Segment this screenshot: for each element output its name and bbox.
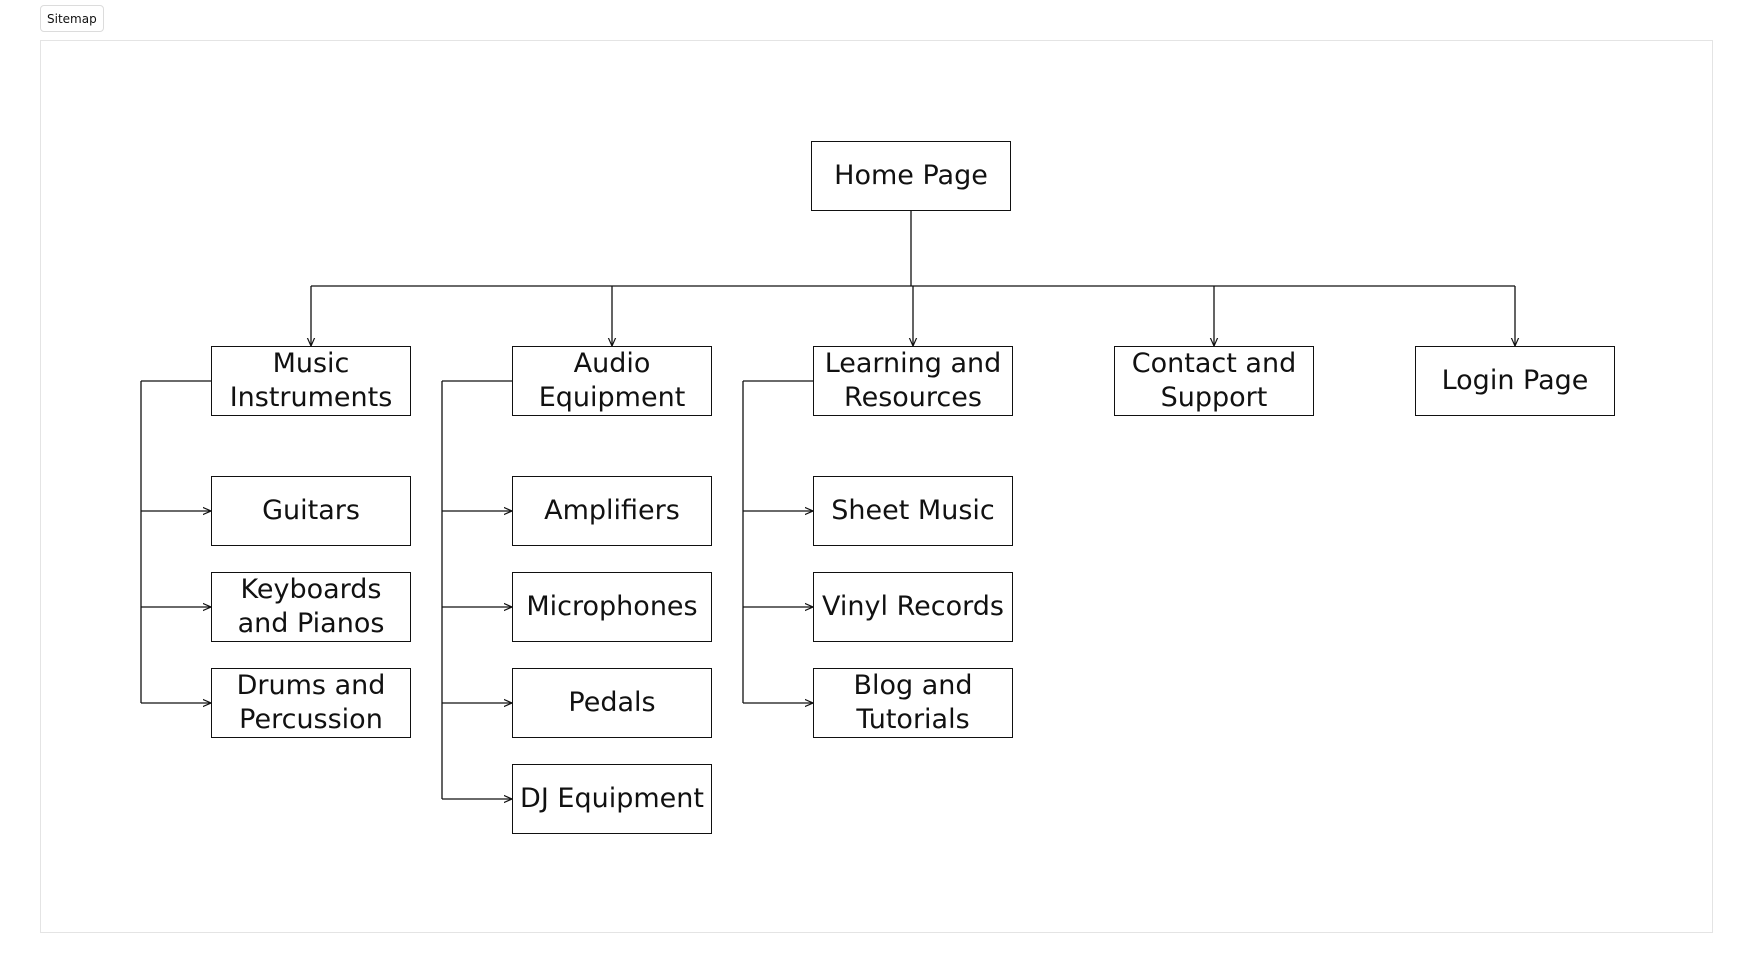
node-guitars-label: Guitars bbox=[262, 495, 360, 526]
node-home[interactable]: Home Page bbox=[811, 141, 1011, 211]
node-audio-label: Audio Equipment bbox=[538, 348, 686, 413]
node-dj-label: DJ Equipment bbox=[520, 783, 704, 814]
node-pedals[interactable]: Pedals bbox=[512, 668, 712, 738]
node-amps-label: Amplifiers bbox=[544, 495, 680, 526]
node-learning-label: Learning and Resources bbox=[824, 348, 1002, 413]
node-blog-label: Blog and Tutorials bbox=[853, 670, 973, 735]
node-keyboards[interactable]: Keyboards and Pianos bbox=[211, 572, 411, 642]
node-blog[interactable]: Blog and Tutorials bbox=[813, 668, 1013, 738]
node-mics-label: Microphones bbox=[526, 591, 698, 622]
node-login-label: Login Page bbox=[1441, 365, 1589, 396]
node-music[interactable]: Music Instruments bbox=[211, 346, 411, 416]
node-drums-label: Drums and Percussion bbox=[236, 670, 386, 735]
node-sheet-label: Sheet Music bbox=[831, 495, 995, 526]
node-amps[interactable]: Amplifiers bbox=[512, 476, 712, 546]
node-audio[interactable]: Audio Equipment bbox=[512, 346, 712, 416]
node-pedals-label: Pedals bbox=[568, 687, 656, 718]
node-contact-label: Contact and Support bbox=[1131, 348, 1297, 413]
node-home-label: Home Page bbox=[834, 160, 988, 191]
node-sheet[interactable]: Sheet Music bbox=[813, 476, 1013, 546]
sitemap-tab-button[interactable]: Sitemap bbox=[40, 5, 104, 32]
node-dj[interactable]: DJ Equipment bbox=[512, 764, 712, 834]
node-vinyl-label: Vinyl Records bbox=[822, 591, 1004, 622]
node-guitars[interactable]: Guitars bbox=[211, 476, 411, 546]
node-drums[interactable]: Drums and Percussion bbox=[211, 668, 411, 738]
node-learning[interactable]: Learning and Resources bbox=[813, 346, 1013, 416]
node-login[interactable]: Login Page bbox=[1415, 346, 1615, 416]
node-vinyl[interactable]: Vinyl Records bbox=[813, 572, 1013, 642]
connector-layer bbox=[140, 211, 1714, 934]
node-contact[interactable]: Contact and Support bbox=[1114, 346, 1314, 416]
node-keyboards-label: Keyboards and Pianos bbox=[237, 574, 385, 639]
node-music-label: Music Instruments bbox=[229, 348, 393, 413]
node-mics[interactable]: Microphones bbox=[512, 572, 712, 642]
